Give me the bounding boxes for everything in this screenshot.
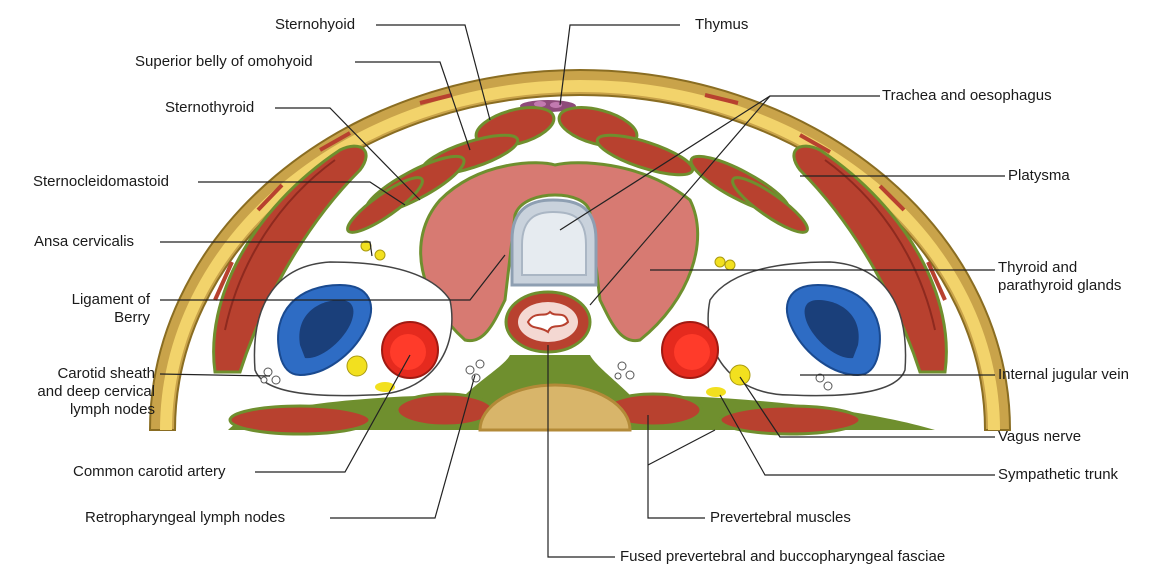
label-sternocleidomastoid: Sternocleidomastoid — [33, 173, 169, 191]
label-sympathetic-trunk: Sympathetic trunk — [998, 466, 1118, 484]
label-carotid-line1: Carotid sheath — [10, 365, 155, 383]
label-ligament-line1: Ligament of — [50, 291, 150, 309]
label-carotid-sheath: Carotid sheath and deep cervical lymph n… — [10, 365, 155, 419]
label-thyroid-line2: parathyroid glands — [998, 277, 1121, 295]
label-thymus: Thymus — [695, 16, 748, 34]
label-internal-jugular-vein: Internal jugular vein — [998, 366, 1129, 384]
label-sternothyroid: Sternothyroid — [165, 99, 254, 117]
label-carotid-line2: and deep cervical — [10, 383, 155, 401]
label-ligament-line2: Berry — [50, 309, 150, 327]
label-vagus-nerve: Vagus nerve — [998, 428, 1081, 446]
label-retropharyngeal-lymph-nodes: Retropharyngeal lymph nodes — [85, 509, 285, 527]
oesophagus — [506, 292, 590, 352]
label-platysma: Platysma — [1008, 167, 1070, 185]
label-superior-belly-omohyoid: Superior belly of omohyoid — [135, 53, 313, 71]
label-carotid-line3: lymph nodes — [10, 401, 155, 419]
label-fused-fasciae: Fused prevertebral and buccopharyngeal f… — [620, 548, 945, 566]
label-prevertebral-muscles: Prevertebral muscles — [710, 509, 851, 527]
label-common-carotid-artery: Common carotid artery — [73, 463, 226, 481]
label-thyroid-line1: Thyroid and — [998, 259, 1121, 277]
label-thyroid-parathyroid: Thyroid and parathyroid glands — [998, 259, 1121, 295]
label-trachea-oesophagus: Trachea and oesophagus — [882, 87, 1052, 105]
trachea — [512, 200, 596, 285]
label-ligament-of-berry: Ligament of Berry — [50, 291, 150, 327]
label-ansa-cervicalis: Ansa cervicalis — [34, 233, 134, 251]
label-sternohyoid: Sternohyoid — [275, 16, 355, 34]
